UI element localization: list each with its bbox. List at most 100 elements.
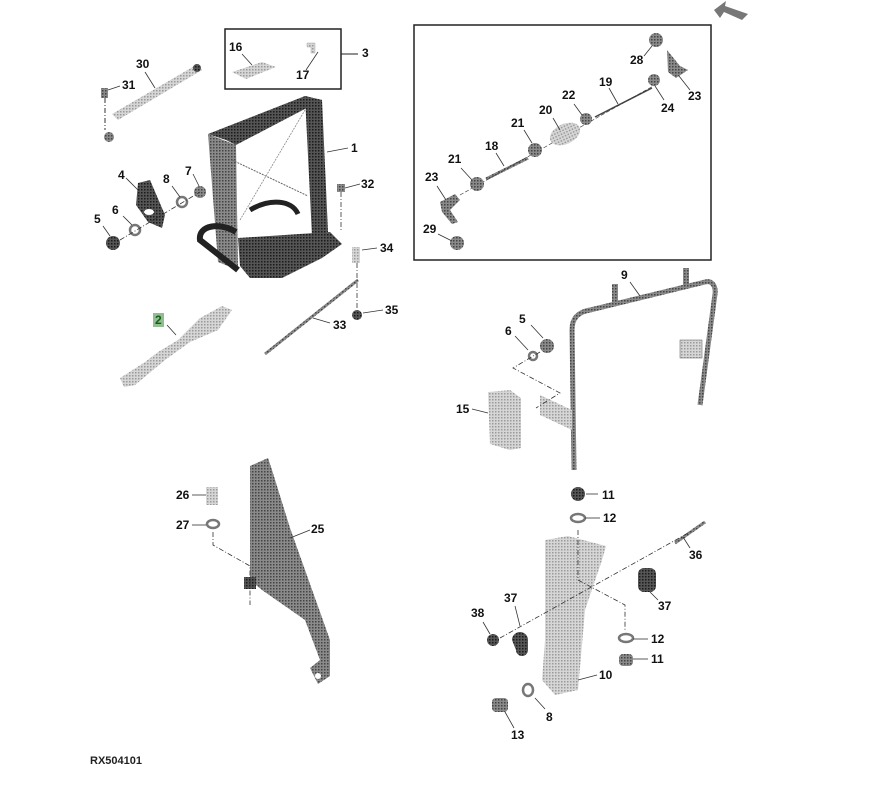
leader-31 [107,85,121,91]
leader-13 [504,711,515,729]
part-22-nut [580,113,592,125]
callout-21[interactable]: 21 [511,116,525,130]
part-26-bolt [206,487,218,505]
leader-23a [678,75,691,91]
callout-11[interactable]: 11 [651,652,664,666]
callout-8[interactable]: 8 [546,710,553,724]
callout-16[interactable]: 16 [229,40,243,54]
callout-30[interactable]: 30 [136,57,150,71]
leader-37a [514,605,521,627]
callout-12[interactable]: 12 [651,632,665,646]
leader-9 [629,281,641,297]
part-5b-nut [540,339,554,353]
callout-1[interactable]: 1 [351,141,358,155]
frame-brace-1 [231,159,309,197]
part-24-nut [648,74,660,86]
back-arrow-icon[interactable] [712,0,748,27]
callout-5[interactable]: 5 [94,212,101,226]
part-2-pad [120,306,232,387]
callout-23[interactable]: 23 [425,170,439,184]
leader-30 [144,71,156,89]
callout-4[interactable]: 4 [118,168,125,182]
callout-17[interactable]: 17 [296,68,310,82]
leader-34 [361,247,378,251]
callout-22[interactable]: 22 [562,88,576,102]
part-9-rail [569,279,718,471]
callout-36[interactable]: 36 [689,548,703,562]
leader-6b [514,335,529,351]
frame-brace-2 [239,109,306,221]
callout-20[interactable]: 20 [539,103,553,117]
callout-8[interactable]: 8 [163,172,170,186]
leader-29 [437,233,453,242]
callout-6[interactable]: 6 [112,203,119,217]
callout-24[interactable]: 24 [661,101,675,115]
callout-18[interactable]: 18 [485,139,499,153]
part-21-nut-a [528,143,542,157]
part-6b-washer [527,350,539,362]
part-31-nut [104,132,114,142]
part-20-sleeve [549,122,581,146]
callout-10[interactable]: 10 [599,668,613,682]
callout-25[interactable]: 25 [311,522,325,536]
leader-32 [344,183,361,189]
part-4-hole [144,209,154,215]
kit-box-frame [224,28,342,90]
axis-36 [499,531,691,639]
part-15-pad [488,390,521,450]
callout-26[interactable]: 26 [176,488,190,502]
part-33-cable [264,278,359,356]
part-1-tube-2 [248,199,301,216]
callout-27[interactable]: 27 [176,518,190,532]
part-35-nut [352,310,362,320]
callout-37[interactable]: 37 [658,599,672,613]
callout-12[interactable]: 12 [603,511,617,525]
leader-37b [649,591,659,601]
part-12-washer-top [569,512,587,524]
callout-19[interactable]: 19 [599,75,613,89]
callout-32[interactable]: 32 [361,177,375,191]
callout-9[interactable]: 9 [621,268,628,282]
callout-29[interactable]: 29 [423,222,437,236]
leader-35 [362,309,384,314]
callout-35[interactable]: 35 [385,303,399,317]
callout-13[interactable]: 13 [511,728,525,742]
part-27-washer [205,518,221,530]
leader-36 [682,536,691,549]
part-13-bolt [492,698,508,712]
callout-5[interactable]: 5 [519,312,526,326]
leader-8 [171,185,181,198]
callout-2[interactable]: 2 [153,313,164,327]
leader-18 [495,152,505,167]
leader-5 [102,225,111,237]
callout-3[interactable]: 3 [362,46,369,60]
callout-28[interactable]: 28 [630,53,644,67]
callout-15[interactable]: 15 [456,402,470,416]
callout-21[interactable]: 21 [448,152,462,166]
leader-38 [482,621,491,635]
callout-6[interactable]: 6 [505,324,512,338]
diagram-reference-id: RX504101 [90,755,142,767]
leader-25 [289,529,311,539]
leader-10 [577,674,598,681]
callout-38[interactable]: 38 [471,606,485,620]
part-4-bracket [136,180,165,228]
part-30-end [193,64,201,72]
leader-1 [326,147,349,153]
part-8-washer [175,195,189,209]
part-23-ball-joint-b [440,194,460,224]
callout-33[interactable]: 33 [333,318,347,332]
callout-37[interactable]: 37 [504,591,518,605]
part-1-frame-right [305,96,328,236]
part-31-bolt [101,88,108,98]
part-38-nut [487,634,499,646]
callout-11[interactable]: 11 [602,488,615,502]
part-25-hole [315,673,321,679]
callout-34[interactable]: 34 [380,241,394,255]
callout-7[interactable]: 7 [185,164,192,178]
part-1-tube [197,223,240,273]
callout-31[interactable]: 31 [122,78,136,92]
part-10-plate [542,536,606,695]
callout-23[interactable]: 23 [688,89,702,103]
